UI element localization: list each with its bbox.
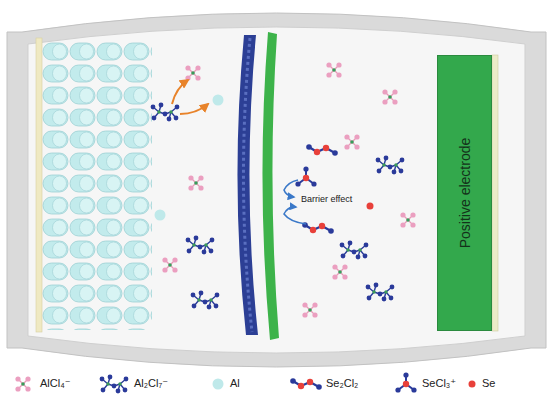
legend-alcl4-icon (15, 376, 30, 391)
electrode-label: Positive electrode (457, 138, 473, 249)
aluminium-array (42, 40, 152, 330)
al2cl7-ion (151, 103, 180, 122)
legend-text: AlCl₄⁻ (40, 377, 70, 390)
barrier-membrane (262, 32, 279, 340)
alcl4-ion (185, 65, 200, 80)
al2cl7-ion (366, 283, 395, 302)
al-atom (155, 210, 166, 221)
al2cl7-ion (186, 236, 215, 255)
alcl4-ion (326, 62, 341, 77)
separator-texture (243, 38, 252, 332)
current-collector (36, 38, 42, 332)
legend-al2cl7-icon (100, 375, 129, 394)
barrier-arrow (284, 180, 298, 197)
annotation-label: Barrier effect (300, 194, 353, 204)
electrode-box: Positive electrode (437, 55, 492, 331)
positive-electrode-backing (492, 55, 498, 331)
ions (151, 62, 416, 317)
legend-se2cl2-icon (290, 378, 322, 390)
cell-interior (28, 27, 525, 353)
alcl4-ion (188, 175, 203, 190)
reaction-arrow (172, 80, 188, 104)
al-atom (213, 95, 224, 106)
secl3-ion (295, 166, 316, 186)
reaction-arrow (180, 104, 208, 114)
alcl4-ion (302, 302, 317, 317)
legend-secl3-icon (395, 372, 416, 392)
al2cl7-ion (376, 156, 405, 175)
alcl4-ion (400, 212, 415, 227)
legend-text: Al (230, 377, 240, 389)
se2cl2-molecule (306, 144, 338, 156)
se2cl2-molecule (302, 222, 334, 234)
alcl4-ion (344, 134, 359, 149)
al2cl7-ion (191, 291, 220, 310)
legend-text: Se₂Cl₂ (326, 377, 358, 389)
al2cl7-ion (340, 241, 369, 260)
separator (237, 35, 258, 335)
legend-text: Se (482, 377, 495, 389)
alcl4-ion (382, 89, 397, 104)
legend-al-icon (213, 379, 224, 390)
cell-housing (7, 13, 546, 367)
legend-text: SeCl₃⁺ (422, 377, 456, 390)
alcl4-ion (332, 264, 347, 279)
legend-se-icon (469, 381, 476, 388)
legend-icons (15, 372, 475, 393)
legend-text: Al₂Cl₇⁻ (134, 377, 168, 390)
alcl4-ion (162, 257, 177, 272)
se-atom (367, 203, 374, 210)
barrier-arrow (284, 207, 306, 224)
